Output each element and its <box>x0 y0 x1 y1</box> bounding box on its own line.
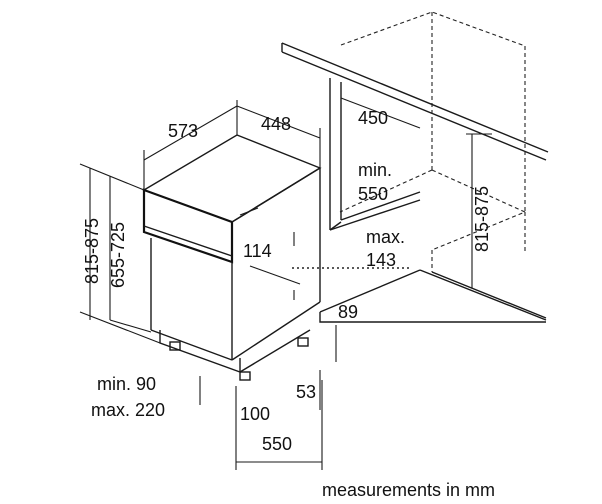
floor <box>319 269 547 323</box>
cabinet-outline <box>339 11 527 272</box>
label-550-min: 550 <box>358 184 388 204</box>
dim-573 <box>143 105 238 190</box>
label-max: max. <box>366 227 405 247</box>
countertop <box>281 42 549 161</box>
dim-89-53 <box>319 325 337 410</box>
label-448: 448 <box>261 114 291 134</box>
side-panel <box>329 78 421 231</box>
dim-448 <box>236 100 321 168</box>
label-550-bottom: 550 <box>262 434 292 454</box>
dim-left-heights <box>79 163 161 344</box>
label-573: 573 <box>168 121 198 141</box>
dim-plinth-left <box>199 376 323 470</box>
label-655-725: 655-725 <box>108 222 128 288</box>
dim-right-height <box>466 133 492 288</box>
dim-114 <box>239 207 301 300</box>
label-815-875-left: 815-875 <box>82 218 102 284</box>
dishwasher-body <box>142 134 322 381</box>
label-114: 114 <box>243 241 272 261</box>
units-footer: measurements in mm <box>322 480 495 500</box>
label-450: 450 <box>358 108 388 128</box>
label-100: 100 <box>240 404 270 424</box>
dim-450 <box>340 97 421 129</box>
label-143: 143 <box>366 250 396 270</box>
label-plinth-max: max. 220 <box>91 400 165 420</box>
label-89: 89 <box>338 302 358 322</box>
label-815-875-right: 815-875 <box>472 186 492 252</box>
label-plinth-min: min. 90 <box>97 374 156 394</box>
label-53: 53 <box>296 382 316 402</box>
label-min: min. <box>358 160 392 180</box>
